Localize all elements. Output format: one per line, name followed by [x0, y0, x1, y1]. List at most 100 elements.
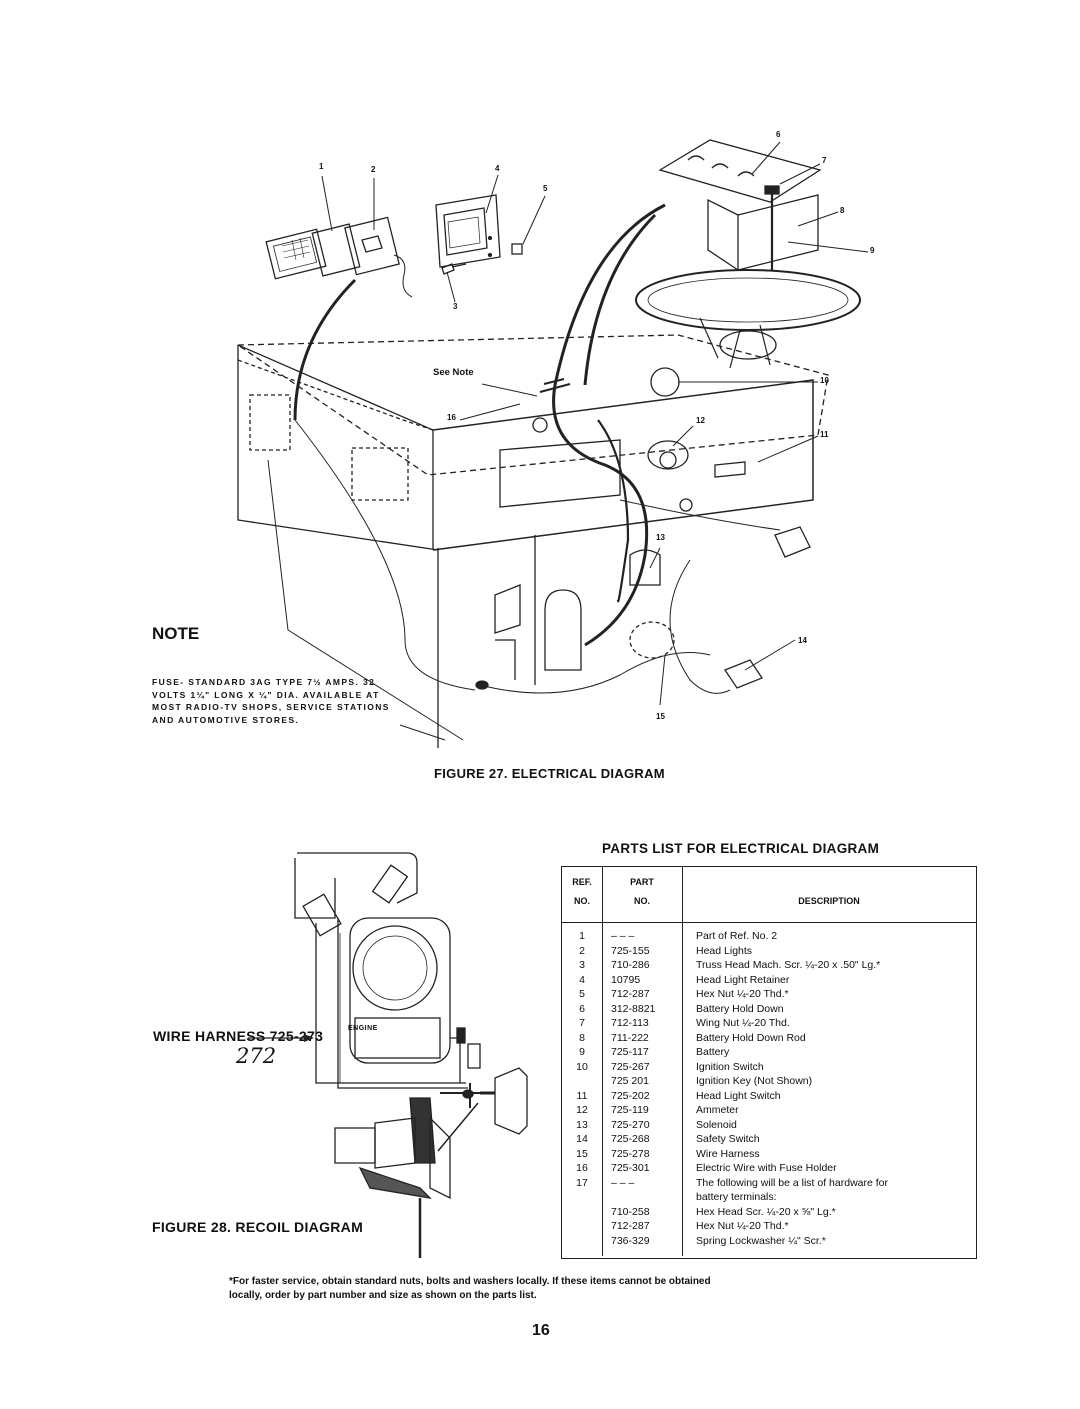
fuse-holder: [539, 378, 571, 393]
description-cell: Head Light Retainer: [696, 973, 790, 986]
part-cell: 710-286: [611, 959, 650, 971]
page-number: 16: [532, 1322, 550, 1339]
callout-7: 7: [822, 156, 827, 165]
table-row: 11 725-202 Head Light Switch: [562, 1089, 976, 1104]
wire-harness: [293, 203, 666, 647]
callout-12: 12: [696, 416, 705, 425]
ignition-switch: [650, 367, 680, 397]
callout-16: 16: [447, 413, 456, 422]
ref-header-line1: REF.: [572, 877, 592, 887]
handwritten-correction: 272: [236, 1044, 277, 1068]
ref-cell: 3: [579, 959, 585, 971]
recoil-diagram: [294, 852, 528, 1258]
table-row: 10 725-267 Ignition Switch: [562, 1060, 976, 1075]
parts-table: REF. NO. PART NO. DESCRIPTION 1– – –Part…: [561, 866, 977, 1259]
part-cell: – – –: [611, 930, 635, 942]
see-note-label: See Note: [433, 367, 474, 378]
ref-cell: 4: [579, 973, 585, 986]
description-cell: Head Lights: [696, 944, 753, 957]
part-cell: 725-268: [611, 1133, 650, 1145]
callout-13: 13: [656, 533, 665, 542]
part-cell: 725-117: [611, 1046, 649, 1058]
callout-2: 2: [371, 165, 376, 174]
table-row: 17– – –The following will be a list of h…: [562, 1176, 976, 1191]
battery-and-dash: [635, 139, 861, 369]
table-row: 15 725-278 Wire Harness: [562, 1147, 976, 1162]
description-cell: battery terminals:: [696, 1191, 777, 1203]
description-cell: Wire Harness: [696, 1147, 760, 1160]
ref-cell: 6: [579, 1002, 585, 1015]
note-text: FUSE- STANDARD 3AG TYPE 7½ AMPS. 32 VOLT…: [152, 676, 452, 726]
part-cell: 725-270: [611, 1118, 650, 1131]
ref-cell: 14: [576, 1133, 588, 1145]
callout-8: 8: [840, 206, 845, 215]
description-cell: Part of Ref. No. 2: [696, 930, 778, 942]
ref-cell: 11: [576, 1089, 588, 1102]
solenoid: [629, 549, 661, 586]
part-cell: 712-287: [611, 1220, 650, 1232]
light-switch: [714, 461, 746, 478]
ref-header-line2: NO.: [573, 896, 590, 906]
description-cell: Ignition Switch: [696, 1060, 764, 1073]
table-row: battery terminals:: [562, 1190, 976, 1205]
callout-14: 14: [798, 636, 807, 645]
footnote-line: locally, order by part number and size a…: [229, 1290, 537, 1301]
hex-nut: [511, 243, 523, 255]
description-cell: Battery Hold Down: [696, 1002, 784, 1015]
ref-cell: 5: [579, 988, 585, 1000]
description-cell: Head Light Switch: [696, 1089, 781, 1102]
part-cell: 711-222: [611, 1031, 649, 1044]
note-line: AND AUTOMOTIVE STORES.: [152, 714, 300, 725]
description-cell: Ignition Key (Not Shown): [696, 1075, 813, 1087]
header-divider: [562, 922, 976, 923]
note-line: FUSE- STANDARD 3AG TYPE 7½ AMPS. 32: [152, 677, 376, 687]
figure-27-caption: FIGURE 27. ELECTRICAL DIAGRAM: [434, 766, 665, 781]
description-header: DESCRIPTION: [798, 896, 860, 906]
part-cell: 725 201: [611, 1075, 649, 1087]
tractor-body: [235, 334, 829, 748]
callout-4: 4: [495, 164, 500, 173]
part-cell: 725-278: [611, 1147, 650, 1160]
ref-cell: 13: [576, 1118, 588, 1131]
ref-cell: 8: [579, 1031, 585, 1044]
table-row: 725 201 Ignition Key (Not Shown): [562, 1074, 976, 1089]
part-cell: 736-329: [611, 1234, 650, 1247]
description-cell: Ammeter: [696, 1104, 739, 1116]
part-cell: – – –: [611, 1176, 635, 1189]
column-divider: [682, 867, 683, 1256]
callout-3: 3: [453, 302, 458, 311]
description-cell: Truss Head Mach. Scr. ¼-20 x .50" Lg.*: [696, 959, 881, 971]
part-cell: 710-258: [611, 1205, 650, 1218]
part-cell: 725-119: [611, 1104, 649, 1116]
callout-11: 11: [820, 430, 829, 439]
t-handle: [494, 1067, 528, 1135]
ammeter: [647, 440, 689, 470]
callout-leaders: [321, 141, 869, 741]
part-cell: 725-155: [611, 944, 650, 957]
part-cell: 712-113: [611, 1017, 649, 1029]
headlight-assembly: [265, 216, 413, 298]
ref-cell: 9: [579, 1046, 585, 1058]
description-cell: Battery Hold Down Rod: [696, 1031, 806, 1044]
part-header-line1: PART: [630, 877, 654, 887]
part-cell: 725-202: [611, 1089, 650, 1102]
ref-cell: 15: [576, 1147, 588, 1160]
ref-cell: 10: [576, 1060, 588, 1073]
note-line: MOST RADIO-TV SHOPS, SERVICE STATIONS: [152, 702, 390, 712]
part-cell: 725-267: [611, 1060, 650, 1073]
ref-cell: 7: [579, 1017, 585, 1029]
column-divider: [602, 867, 603, 1256]
truss-screw: [441, 263, 467, 275]
engine-label: ENGINE: [348, 1025, 378, 1032]
callout-1: 1: [319, 162, 324, 171]
